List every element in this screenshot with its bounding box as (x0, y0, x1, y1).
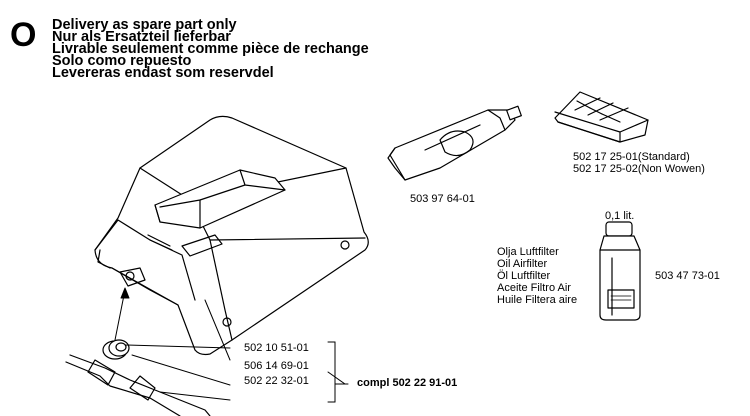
grommet-drawing (102, 339, 130, 360)
air-filter-drawing (554, 91, 649, 143)
oil-name-fr: Huile Filtera aire (497, 294, 578, 306)
section-marker: O (10, 16, 37, 54)
filter-cover-drawing (94, 115, 369, 356)
oil-name-list: Olja Luftfilter Oil Airfilter Öl Luftfil… (497, 246, 577, 306)
air-filter-part-numbers: 502 17 25-01(Standard) 502 17 25-02(Non … (573, 151, 705, 175)
cover-part-3: 502 22 32-01 (244, 375, 309, 387)
oil-name-es: Aceite Filtro Air (497, 282, 571, 294)
leader-lines (114, 287, 349, 403)
air-filter-non-woven: 502 17 25-02(Non Wowen) (573, 163, 705, 175)
oil-bottle-drawing (599, 221, 641, 321)
heading-line-es: Solo como repuesto (52, 53, 192, 69)
complete-kit-label: compl 502 22 91-01 (357, 377, 458, 389)
grease-tube-drawing (387, 105, 522, 181)
heading-line-fr: Livrable seulement comme pièce de rechan… (52, 41, 369, 57)
oil-name-sv: Olja Luftfilter (497, 246, 559, 258)
grease-tube-part-number: 503 97 64-01 (410, 193, 475, 205)
oil-name-en: Oil Airfilter (497, 258, 548, 270)
oil-name-de: Öl Luftfilter (497, 270, 551, 282)
oil-bottle-part-number: 503 47 73-01 (655, 270, 720, 282)
page-heading: Delivery as spare part only Nur als Ersa… (52, 17, 369, 81)
gasket-drawing (65, 354, 211, 416)
heading-line-de: Nur als Ersatzteil lieferbar (52, 29, 231, 45)
cover-part-list: 502 10 51-01 506 14 69-01 502 22 32-01 (244, 342, 309, 387)
cover-part-1: 502 10 51-01 (244, 342, 309, 354)
air-filter-standard: 502 17 25-01(Standard) (573, 151, 690, 163)
heading-line-en: Delivery as spare part only (52, 17, 237, 33)
cover-part-2: 506 14 69-01 (244, 360, 309, 372)
heading-line-sv: Levereras endast som reservdel (52, 65, 274, 81)
oil-volume-label: 0,1 lit. (605, 210, 635, 222)
